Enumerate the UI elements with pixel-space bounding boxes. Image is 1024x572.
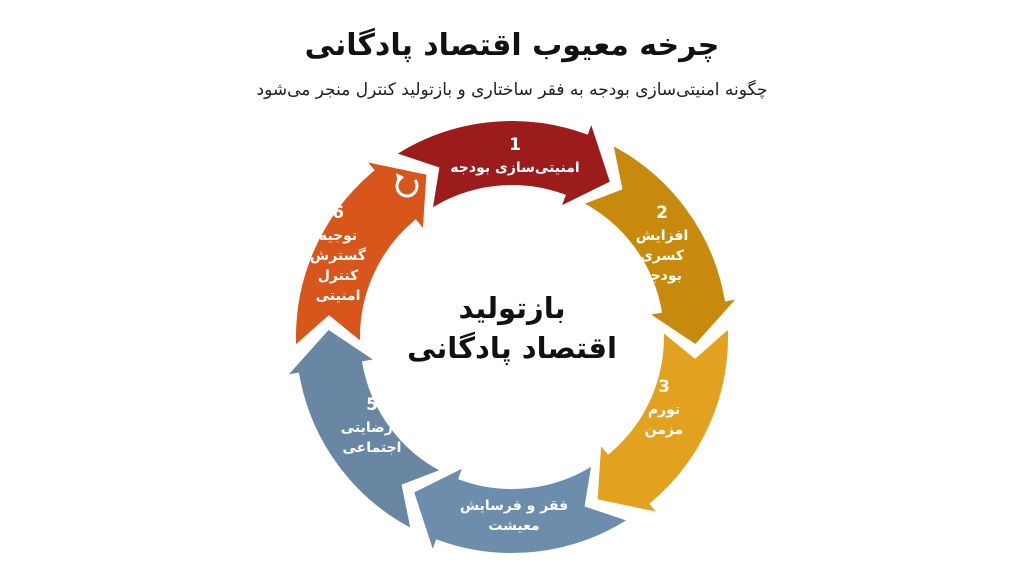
step-2-label: بودجه <box>642 268 682 284</box>
cycle-step-2-arrow <box>575 139 746 350</box>
diagram-subtitle: چگونه امنیتی‌سازی بودجه به فقر ساختاری و… <box>256 80 768 100</box>
step-4-number: 4 <box>508 473 520 493</box>
step-6-label: گسترش <box>310 247 367 264</box>
step-1-number: 1 <box>509 135 521 155</box>
step-4-label: فقر و فرسایش <box>460 498 568 514</box>
step-5-label: اجتماعی <box>343 440 402 456</box>
step-1-label: امنیتی‌سازی بودجه <box>450 160 579 176</box>
refresh-icon <box>395 173 419 198</box>
cycle-step-5-arrow <box>278 324 449 535</box>
step-3-number: 3 <box>658 377 670 397</box>
cycle-step-1-arrow <box>388 112 615 216</box>
cycle-step-6-arrow <box>292 156 431 353</box>
cycle-step-4-arrow <box>409 458 636 562</box>
step-2-label: کسری <box>640 248 685 264</box>
step-2-number: 2 <box>656 203 668 223</box>
step-3-label: تورم <box>648 402 680 418</box>
step-5-number: 5 <box>366 395 378 415</box>
step-6-label: امنیتی <box>316 288 361 304</box>
diagram-title: چرخه معیوب اقتصاد پادگانی <box>304 28 720 63</box>
step-6-label: توجیه <box>319 228 357 244</box>
step-4-label: معیشت <box>488 518 539 534</box>
step-2-label: افزایش <box>636 228 689 244</box>
step-5-label: نارضایتی <box>341 420 404 436</box>
step-3-label: مزمن <box>645 422 684 438</box>
center-line-1: بازتولید <box>458 291 565 325</box>
step-6-label: کنترل <box>318 268 359 284</box>
step-6-number: 6 <box>332 203 344 223</box>
cycle-step-3-arrow <box>593 321 732 518</box>
center-line-2: اقتصاد پادگانی <box>407 331 617 366</box>
